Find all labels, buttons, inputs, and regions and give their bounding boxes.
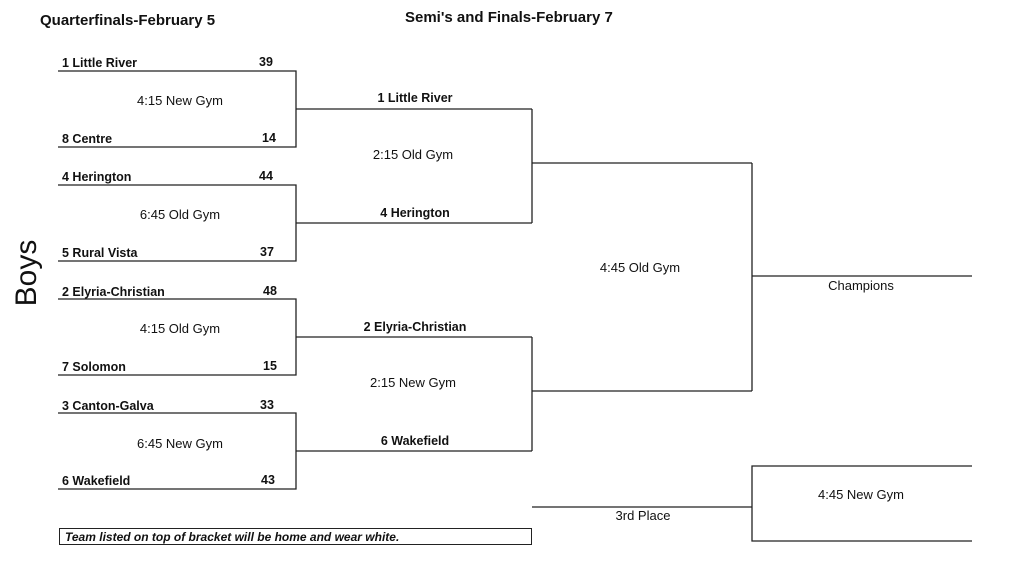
qf2-site: 6:45 Old Gym — [139, 207, 221, 222]
qf4-top-team: 3 Canton-Galva — [62, 399, 154, 413]
sf1-bottom-team: 4 Herington — [380, 206, 450, 220]
third-place-bracket-line — [751, 465, 972, 542]
sf1-site: 2:15 Old Gym — [372, 147, 454, 162]
qf4-site: 6:45 New Gym — [137, 436, 223, 451]
qf2-top-score: 44 — [259, 169, 273, 183]
qf1-top-score: 39 — [259, 55, 273, 69]
qf3-bottom-score: 15 — [263, 359, 277, 373]
qf1-bottom-team: 8 Centre — [62, 132, 113, 146]
champions-label: Champions — [828, 278, 894, 293]
home-team-note: Team listed on top of bracket will be ho… — [59, 528, 532, 545]
sf1-top-team: 1 Little River — [377, 91, 453, 105]
qf3-bottom-team: 7 Solomon — [62, 360, 126, 374]
third-place-site: 4:45 New Gym — [818, 487, 904, 502]
qf4-top-score: 33 — [260, 398, 274, 412]
semis-finals-header: Semi's and Finals-February 7 — [405, 9, 613, 26]
qf2-bottom-team: 5 Rural Vista — [62, 246, 138, 260]
final-site: 4:45 Old Gym — [599, 260, 681, 275]
qf2-top-team: 4 Herington — [62, 170, 132, 184]
quarterfinals-header: Quarterfinals-February 5 — [40, 12, 216, 29]
qf3-top-score: 48 — [263, 284, 277, 298]
division-label: Boys — [10, 239, 43, 307]
qf4-bottom-team: 6 Wakefield — [62, 474, 131, 488]
sf2-top-team: 2 Elyria-Christian — [363, 320, 467, 334]
qf1-site: 4:15 New Gym — [137, 93, 223, 108]
qf1-top-team: 1 Little River — [62, 56, 138, 70]
qf3-top-team: 2 Elyria-Christian — [62, 285, 165, 299]
sf2-site: 2:15 New Gym — [370, 375, 456, 390]
sf2-bottom-team: 6 Wakefield — [380, 434, 450, 448]
qf4-bottom-score: 43 — [261, 473, 275, 487]
qf3-site: 4:15 Old Gym — [139, 321, 221, 336]
qf1-bottom-score: 14 — [262, 131, 276, 145]
qf2-bottom-score: 37 — [260, 245, 274, 259]
third-place-label: 3rd Place — [615, 508, 671, 523]
